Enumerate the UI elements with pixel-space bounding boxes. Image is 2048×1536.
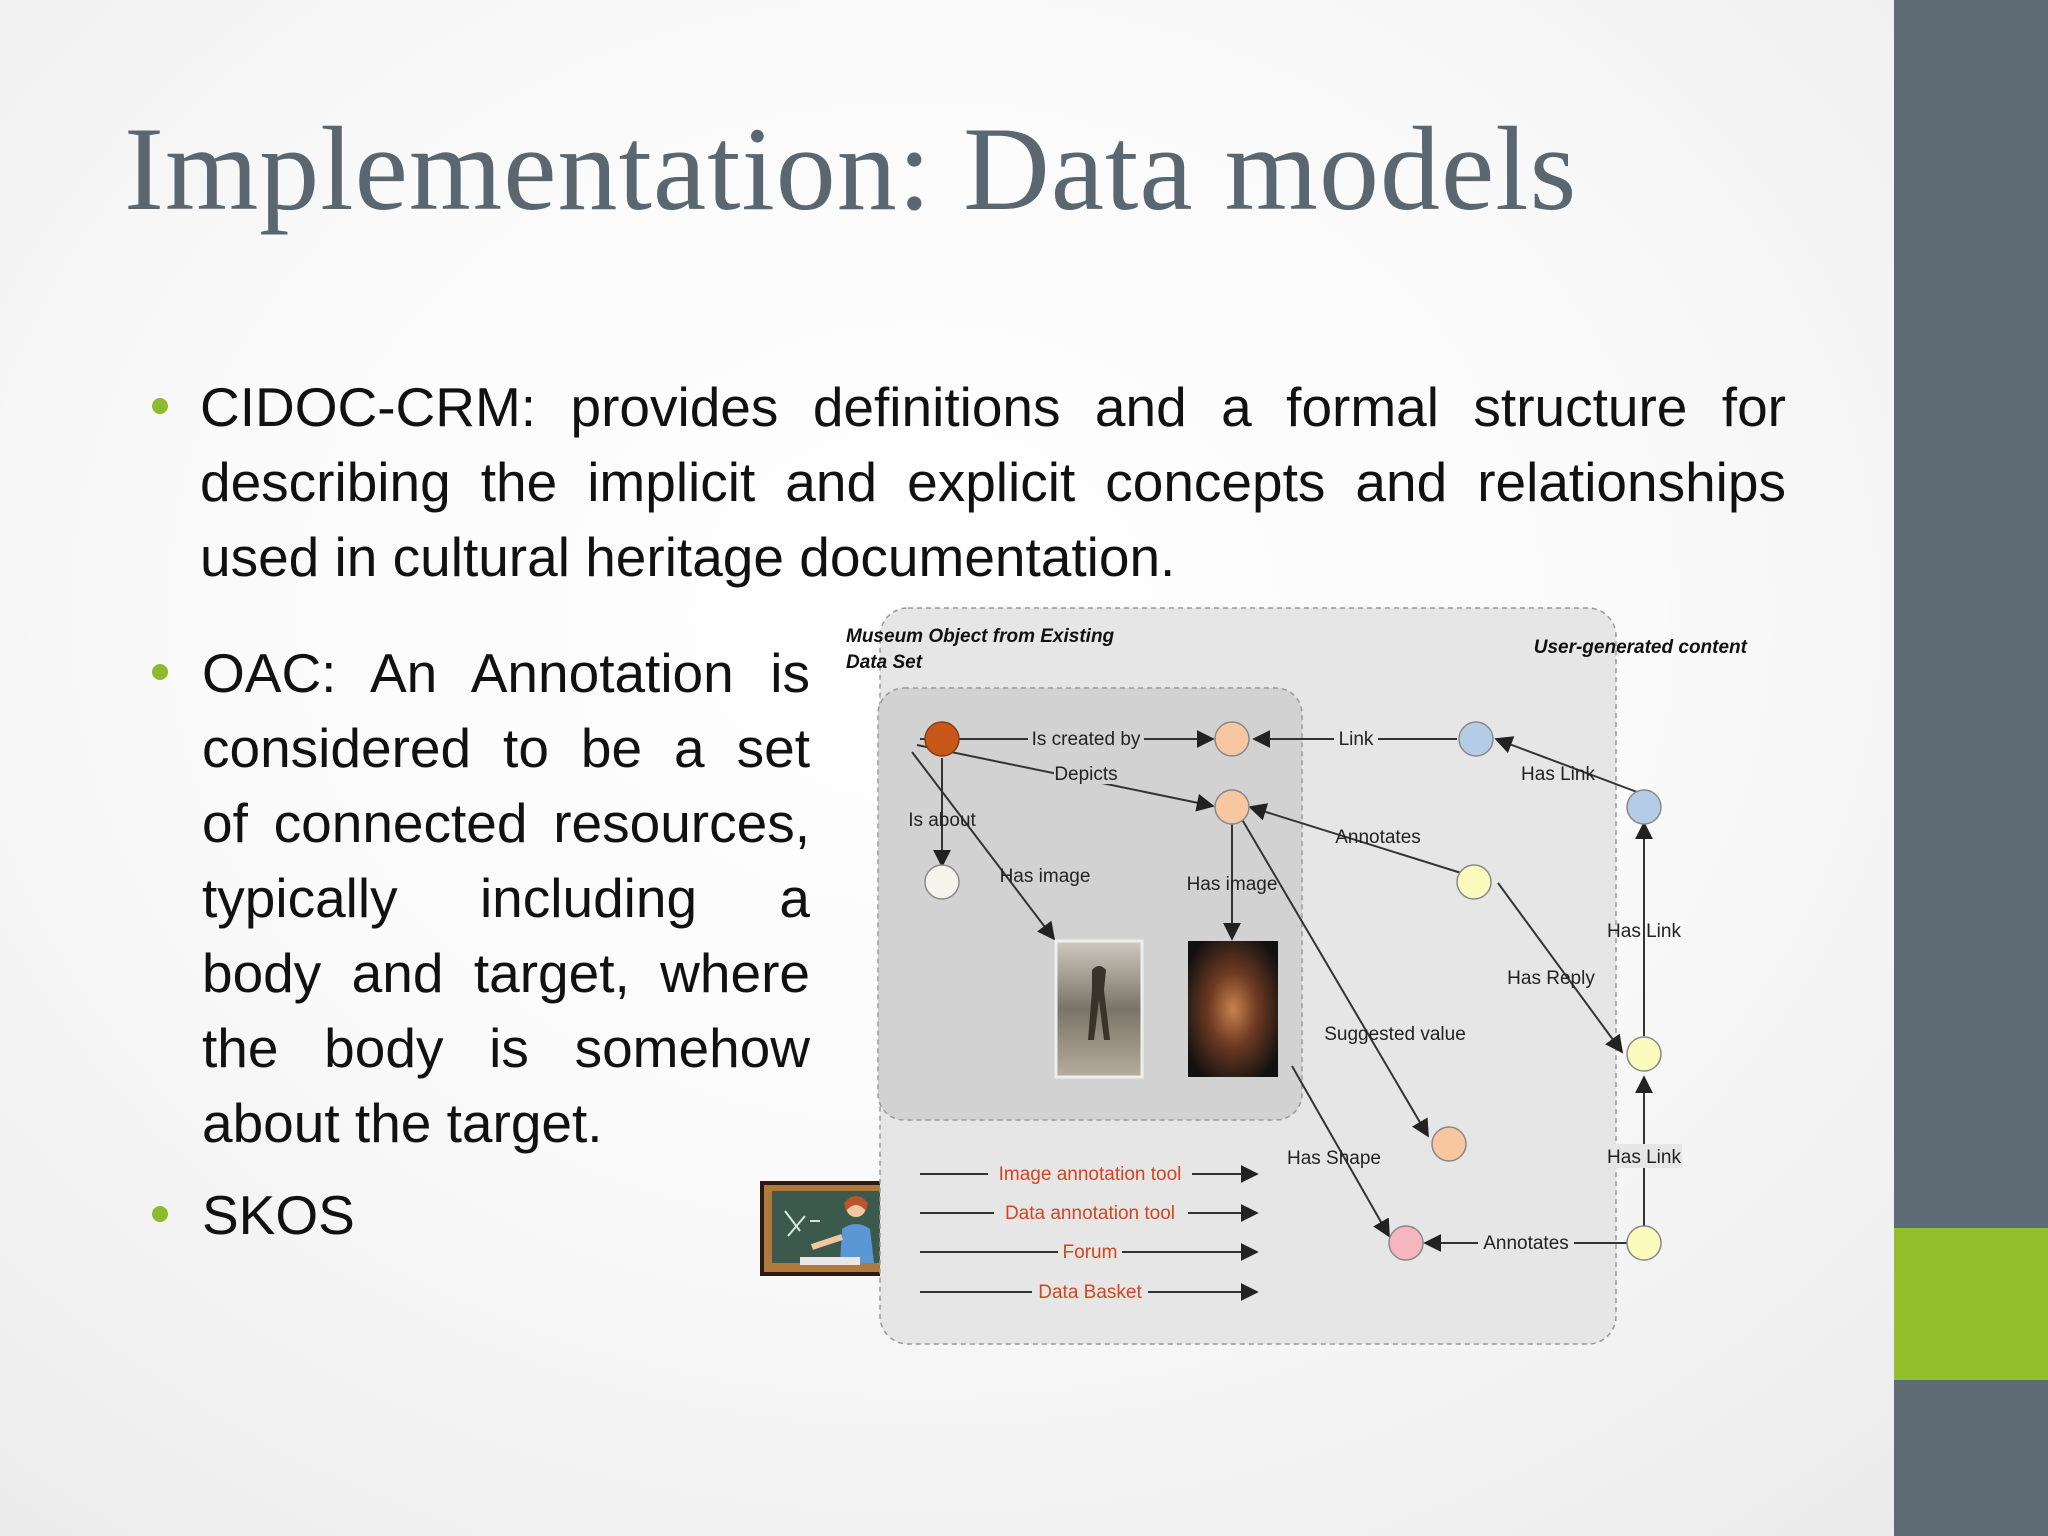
tool-data-basket: Data Basket: [1038, 1282, 1142, 1303]
node-shape-pink: [1388, 1225, 1424, 1261]
label-annotates-bottom: Annotates: [1483, 1233, 1569, 1254]
label-suggested-value: Suggested value: [1324, 1024, 1466, 1045]
node-suggested-peach: [1431, 1126, 1467, 1162]
annotation-data-model-diagram: Museum Object from Existing Data Set Use…: [846, 607, 1748, 1345]
bullet-cidoc-crm: CIDOC-CRM: provides definitions and a fo…: [200, 370, 1786, 595]
edge-suggested-value: [1239, 815, 1429, 1138]
label-is-created-by: Is created by: [1032, 729, 1141, 750]
slide-title: Implementation: Data models: [124, 102, 1578, 235]
bullet-oac: OAC: An Annotation is considered to be a…: [202, 636, 810, 1161]
node-bottom-yellow: [1626, 1225, 1662, 1261]
bullet-dot-2: [152, 664, 168, 680]
edge-has-reply: [1497, 882, 1624, 1054]
heading-museum-object-line1: Museum Object from Existing: [846, 626, 1115, 647]
tool-forum: Forum: [1063, 1242, 1118, 1263]
bullet-line: CIDOC-CRM: provides definitions and a fo…: [200, 376, 1786, 438]
label-has-link-lower: Has Link: [1607, 1147, 1681, 1168]
node-museum-object: [924, 721, 960, 757]
bullet-line: body and target, where: [202, 942, 810, 1004]
bullet-line: the body is somehow: [202, 1017, 810, 1079]
edge-has-shape: [1291, 1065, 1390, 1238]
bullet-dot-3: [152, 1206, 168, 1222]
label-link: Link: [1339, 729, 1374, 750]
diagram-nodes: [924, 721, 1662, 1261]
node-link-blue-right: [1626, 789, 1662, 825]
bullet-skos: SKOS: [202, 1178, 502, 1253]
bullet-line: of connected resources,: [202, 792, 810, 854]
bullet-line: SKOS: [202, 1184, 355, 1246]
edge-labels: Is created by Depicts Is about Has image…: [908, 726, 1682, 1254]
node-link-blue-top: [1458, 721, 1494, 757]
tool-labels: Image annotation tool Data annotation to…: [988, 1161, 1192, 1303]
node-reply-yellow: [1626, 1036, 1662, 1072]
edge-annotates-top: [1248, 803, 1475, 878]
label-has-link-top: Has Link: [1521, 764, 1595, 785]
node-depicted: [1214, 789, 1250, 825]
label-annotates-top: Annotates: [1335, 827, 1421, 848]
side-accent-block: [1894, 1228, 2048, 1380]
label-has-image-right: Has image: [1187, 874, 1278, 895]
label-has-link-mid: Has Link: [1607, 921, 1681, 942]
edge-has-link-top: [1494, 736, 1638, 793]
node-subject: [924, 864, 960, 900]
tool-data-annotation: Data annotation tool: [1005, 1203, 1175, 1224]
edge-has-image-left: [911, 751, 1056, 941]
node-creator: [1214, 721, 1250, 757]
label-has-shape: Has Shape: [1287, 1148, 1381, 1169]
label-has-reply: Has Reply: [1507, 968, 1595, 989]
heading-user-content: User-generated content: [1534, 637, 1748, 658]
bullet-line: considered to be a set: [202, 717, 810, 779]
photo-artifact: [1188, 941, 1278, 1077]
bullet-line: OAC: An Annotation is: [202, 642, 810, 704]
heading-museum-object-line2: Data Set: [846, 652, 923, 673]
bullet-line: describing the implicit and explicit con…: [200, 451, 1786, 513]
label-is-about: Is about: [908, 810, 976, 831]
label-has-image-left: Has image: [1000, 866, 1091, 887]
bullet-line: typically including a: [202, 867, 810, 929]
bullet-line: about the target.: [202, 1092, 603, 1154]
node-annotation-yellow: [1456, 864, 1492, 900]
bullet-line: used in cultural heritage documentation.: [200, 526, 1176, 588]
bullet-dot-1: [152, 398, 168, 414]
tool-image-annotation: Image annotation tool: [999, 1164, 1182, 1185]
photo-archival-figure: [1054, 939, 1144, 1079]
label-depicts: Depicts: [1054, 764, 1117, 785]
teacher-clipart-icon: [760, 1181, 897, 1276]
